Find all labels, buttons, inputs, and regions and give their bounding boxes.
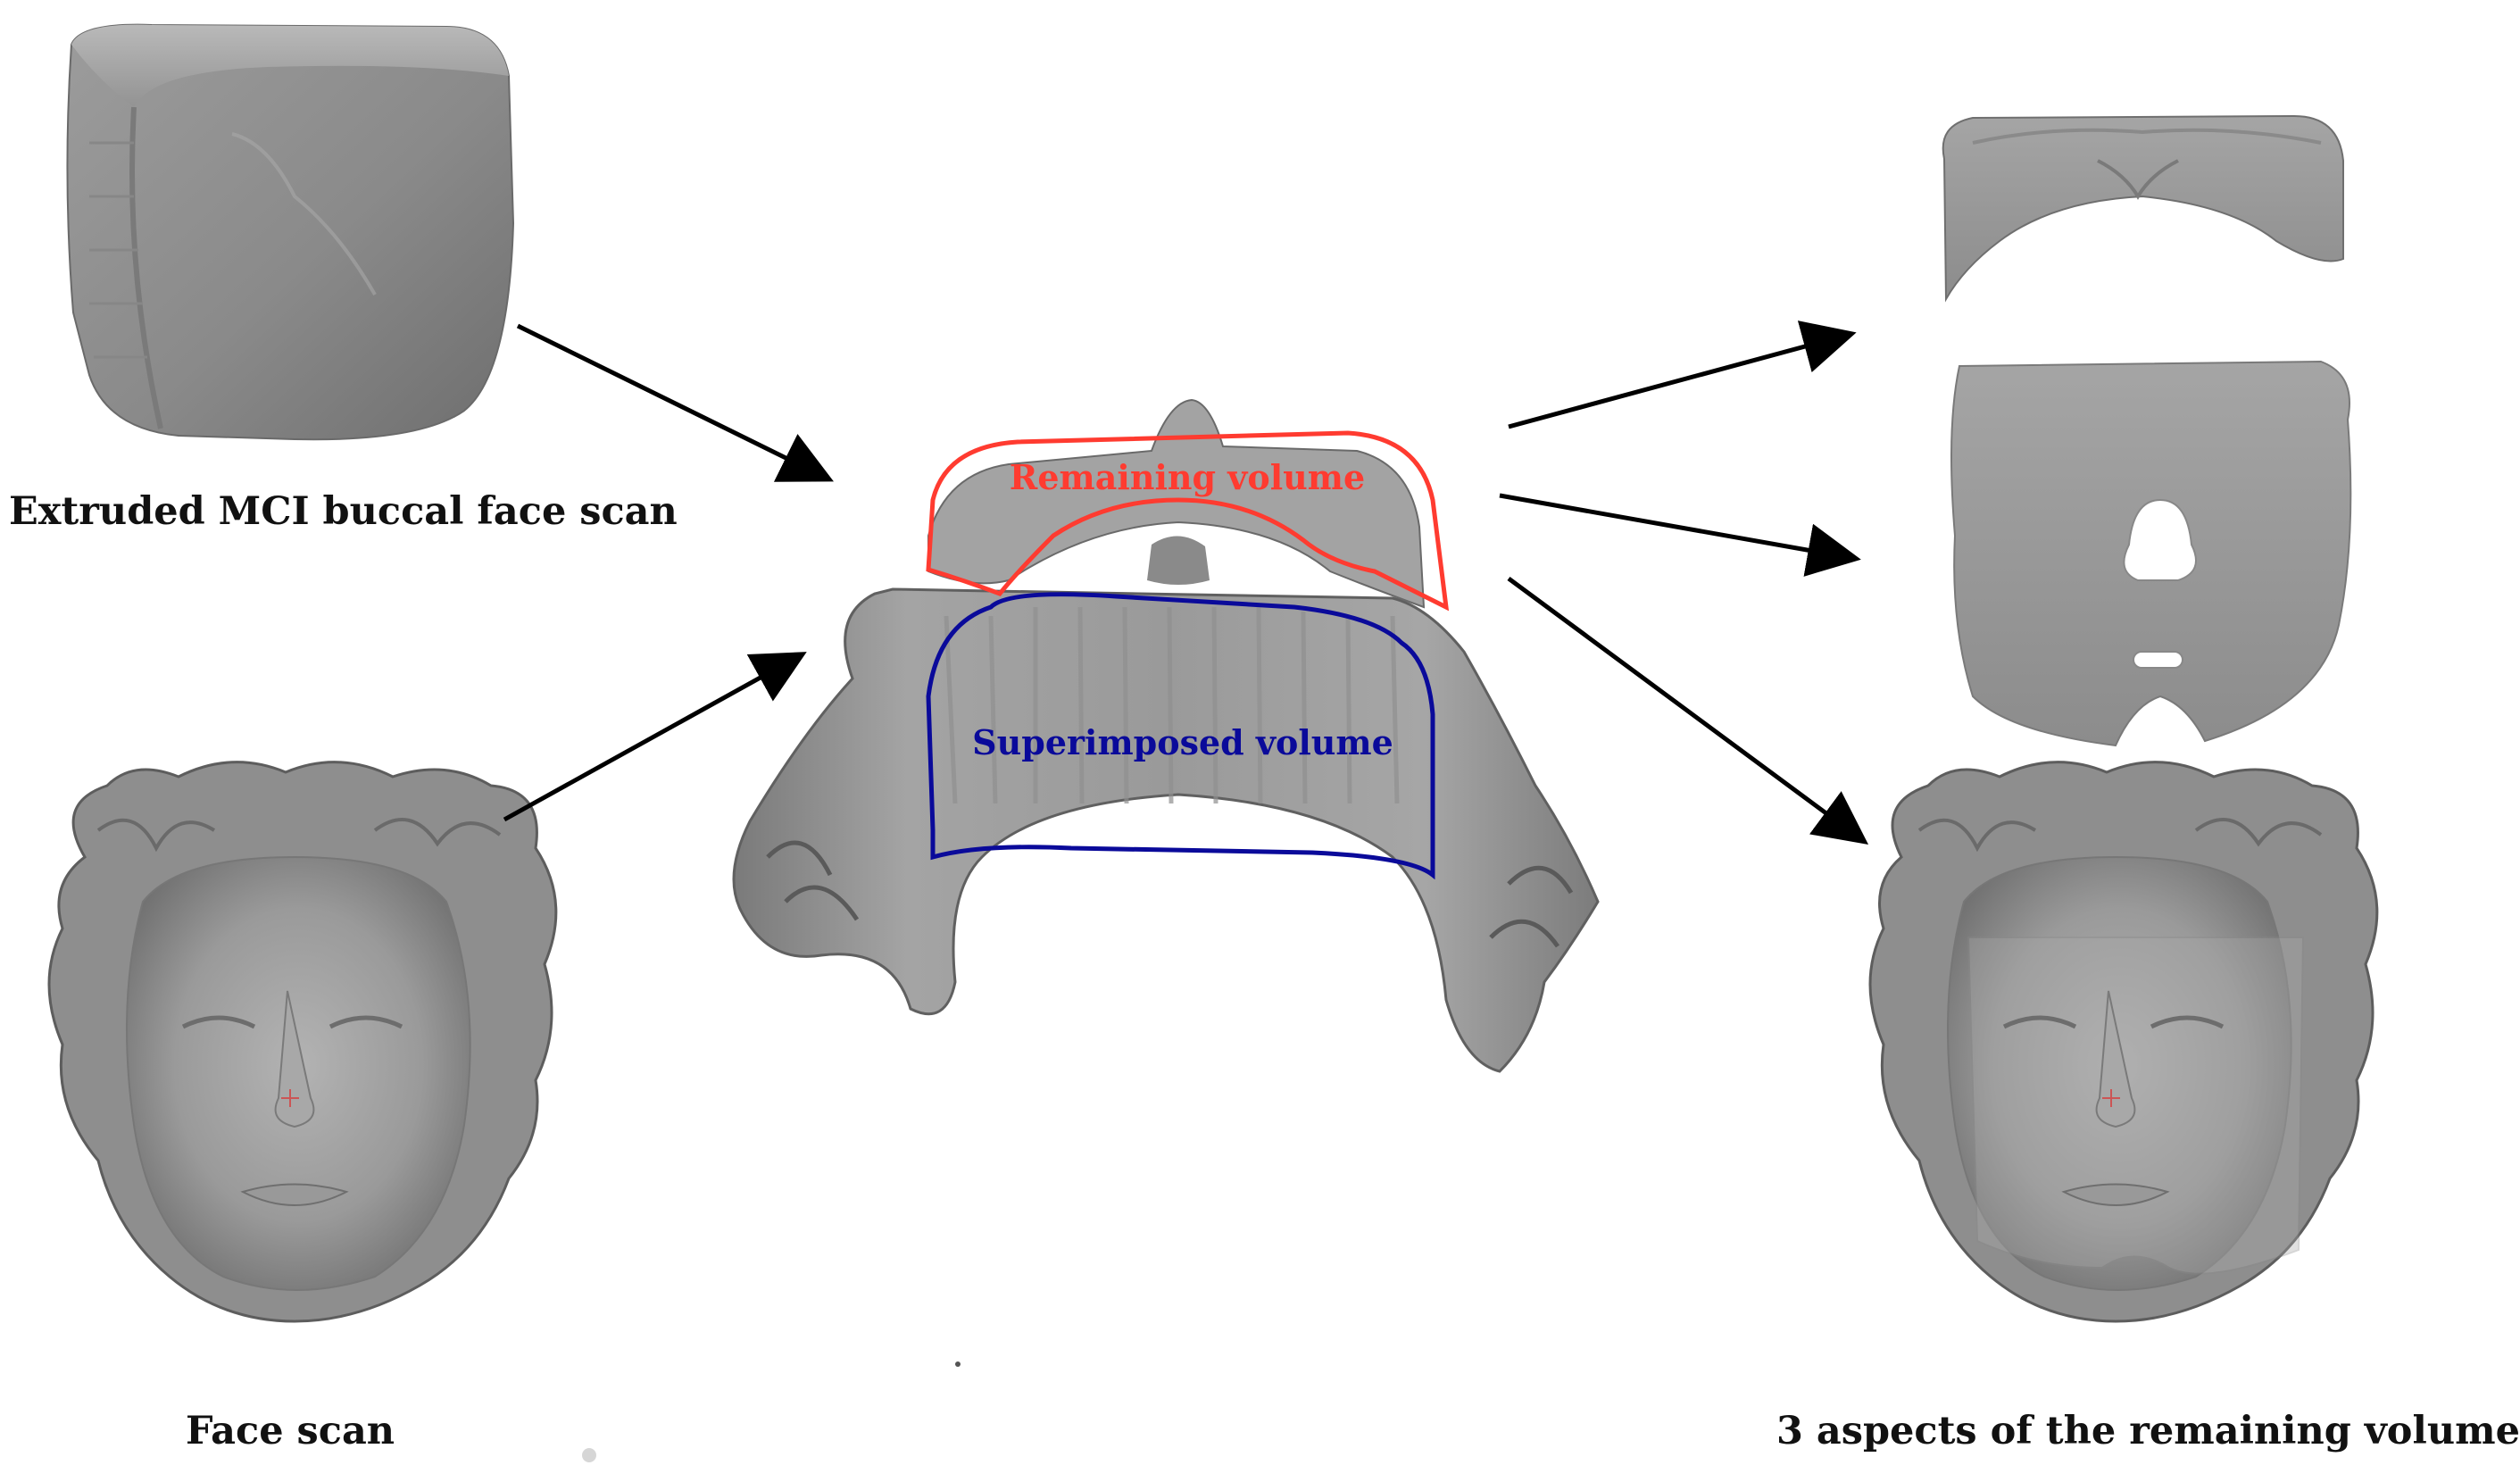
remaining-volume-outline <box>926 430 1450 612</box>
arrow-face-to-center <box>503 652 807 822</box>
superimposed-volume-outline <box>926 592 1435 880</box>
superimposed-volume-label: Superimposed volume <box>972 722 1393 762</box>
caption-face-scan: Face scan <box>186 1409 395 1453</box>
face-scan-left <box>47 761 558 1323</box>
arrow-center-to-aspect-bottom <box>1507 576 1869 845</box>
arrow-block-to-center <box>516 323 834 482</box>
aspect-shell-top <box>1942 114 2344 303</box>
arrow-center-to-aspect-middle <box>1499 493 1861 577</box>
speck <box>582 1448 596 1462</box>
extruded-block-scan <box>66 23 515 441</box>
aspect-mask-middle <box>1950 360 2352 747</box>
arrow-center-to-aspect-top <box>1508 321 1857 429</box>
aspect-face-bottom <box>1868 761 2379 1323</box>
speck <box>955 1361 961 1367</box>
arrows <box>503 321 1869 845</box>
remaining-volume-label: Remaining volume <box>1010 457 1365 497</box>
caption-extruded-scan: Extruded MCI buccal face scan <box>9 489 678 534</box>
caption-aspects: 3 aspects of the remaining volume <box>1776 1409 2520 1453</box>
superimposed-scan: Remaining volume Superimposed volume <box>732 398 1600 1073</box>
